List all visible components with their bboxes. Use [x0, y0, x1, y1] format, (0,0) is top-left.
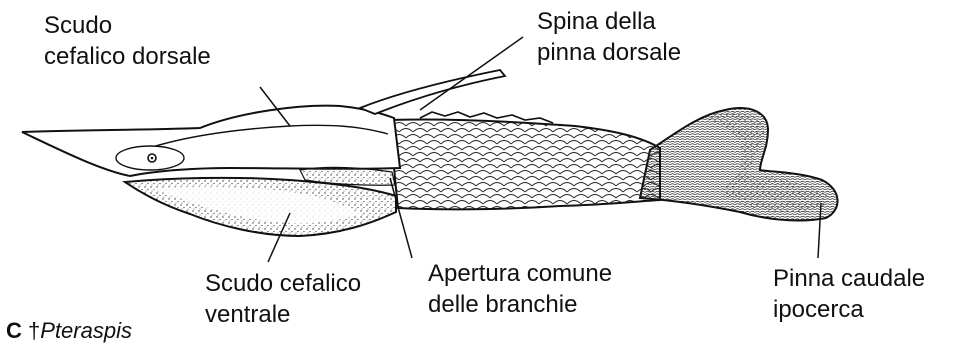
- scaled-trunk: [392, 119, 660, 209]
- label-caudal-fin: Pinna caudale ipocerca: [773, 263, 925, 325]
- caption-letter: C: [6, 318, 22, 343]
- label-dorsal-fin-spine: Spina della pinna dorsale: [537, 6, 681, 68]
- dorsal-head-shield: [22, 106, 400, 176]
- label-ventral-head-shield: Scudo cefalico ventrale: [205, 268, 361, 330]
- caption-dagger: †: [28, 318, 40, 343]
- dorsal-fin-spine: [360, 70, 505, 114]
- leader-dorsal-spine: [420, 37, 523, 110]
- caption-genus: Pteraspis: [40, 318, 132, 343]
- label-common-gill-opening: Apertura comune delle branchie: [428, 258, 612, 320]
- label-dorsal-head-shield: Scudo cefalico dorsale: [44, 10, 211, 72]
- figure-caption: C †Pteraspis: [6, 318, 132, 344]
